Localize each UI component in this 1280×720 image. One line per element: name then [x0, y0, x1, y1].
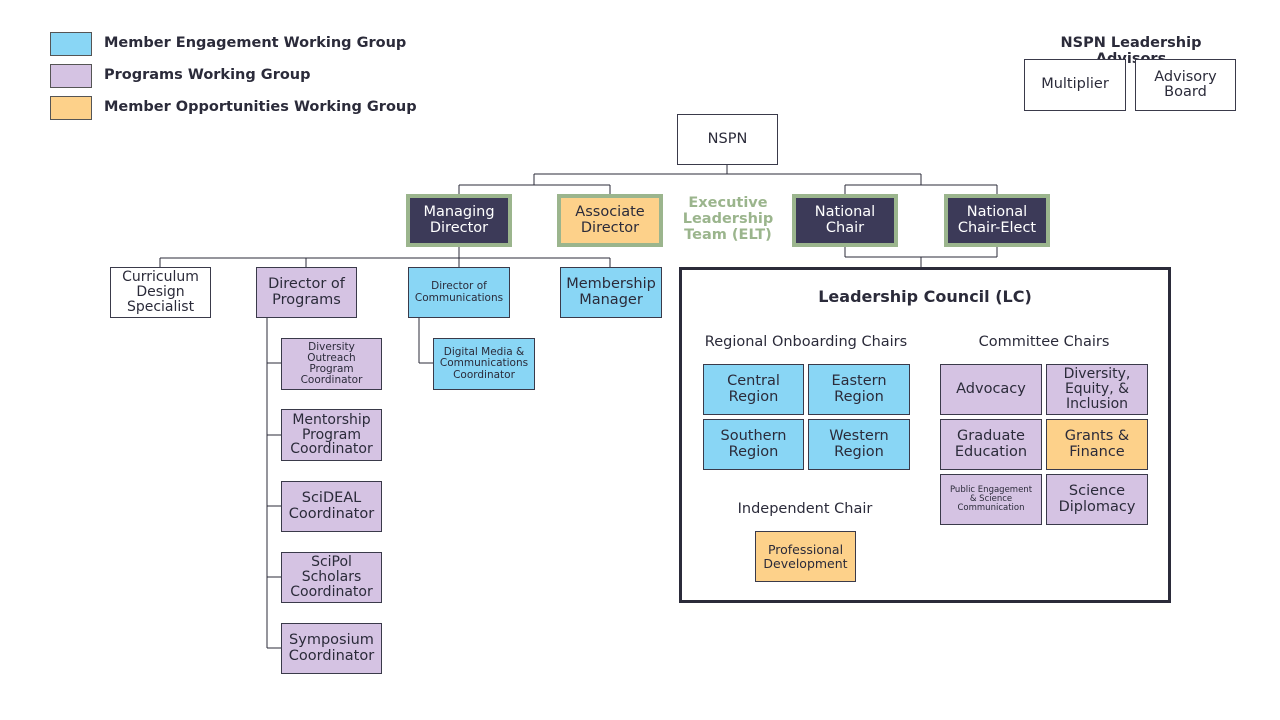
scideal-coordinator-box: SciDEAL Coordinator	[281, 481, 382, 532]
committee-heading: Committee Chairs	[978, 334, 1110, 350]
science-diplomacy-box: Science Diplomacy	[1046, 474, 1148, 525]
advocacy-box: Advocacy	[940, 364, 1042, 415]
dei-box: Diversity, Equity, & Inclusion	[1046, 364, 1148, 415]
managing-director-box: Managing Director	[406, 194, 512, 247]
grants-finance-box: Grants & Finance	[1046, 419, 1148, 470]
eastern-region-box: Eastern Region	[808, 364, 910, 415]
legend-label-member-opportunities: Member Opportunities Working Group	[104, 99, 417, 115]
membership-manager-box: Membership Manager	[560, 267, 662, 318]
graduate-education-box: Graduate Education	[940, 419, 1042, 470]
curriculum-design-specialist-box: Curriculum Design Specialist	[110, 267, 211, 318]
western-region-box: Western Region	[808, 419, 910, 470]
public-engagement-box: Public Engagement & Science Communicatio…	[940, 474, 1042, 525]
scipol-coordinator-box: SciPol Scholars Coordinator	[281, 552, 382, 603]
legend-label-programs: Programs Working Group	[104, 67, 311, 83]
national-chair-box: National Chair	[792, 194, 898, 247]
legend-swatch-member-opportunities	[50, 96, 92, 120]
director-of-programs-box: Director of Programs	[256, 267, 357, 318]
leadership-council-frame	[679, 267, 1171, 603]
director-of-communications-box: Director of Communications	[408, 267, 510, 318]
nspn-box: NSPN	[677, 114, 778, 165]
advisory-board-box: Advisory Board	[1135, 59, 1236, 111]
legend-swatch-programs	[50, 64, 92, 88]
lc-title: Leadership Council (LC)	[818, 287, 1032, 306]
diversity-outreach-coordinator-box: Diversity Outreach Program Coordinator	[281, 338, 382, 390]
associate-director-box: Associate Director	[557, 194, 663, 247]
symposium-coordinator-box: Symposium Coordinator	[281, 623, 382, 674]
independent-heading: Independent Chair	[737, 501, 873, 517]
regional-heading: Regional Onboarding Chairs	[704, 334, 908, 350]
national-chair-elect-box: National Chair-Elect	[944, 194, 1050, 247]
multiplier-box: Multiplier	[1024, 59, 1126, 111]
mentorship-coordinator-box: Mentorship Program Coordinator	[281, 409, 382, 461]
southern-region-box: Southern Region	[703, 419, 804, 470]
digital-media-coordinator-box: Digital Media & Communications Coordinat…	[433, 338, 535, 390]
elt-label: Executive Leadership Team (ELT)	[682, 195, 774, 243]
professional-development-box: Professional Development	[755, 531, 856, 582]
legend-label-member-engagement: Member Engagement Working Group	[104, 35, 407, 51]
legend-swatch-member-engagement	[50, 32, 92, 56]
central-region-box: Central Region	[703, 364, 804, 415]
